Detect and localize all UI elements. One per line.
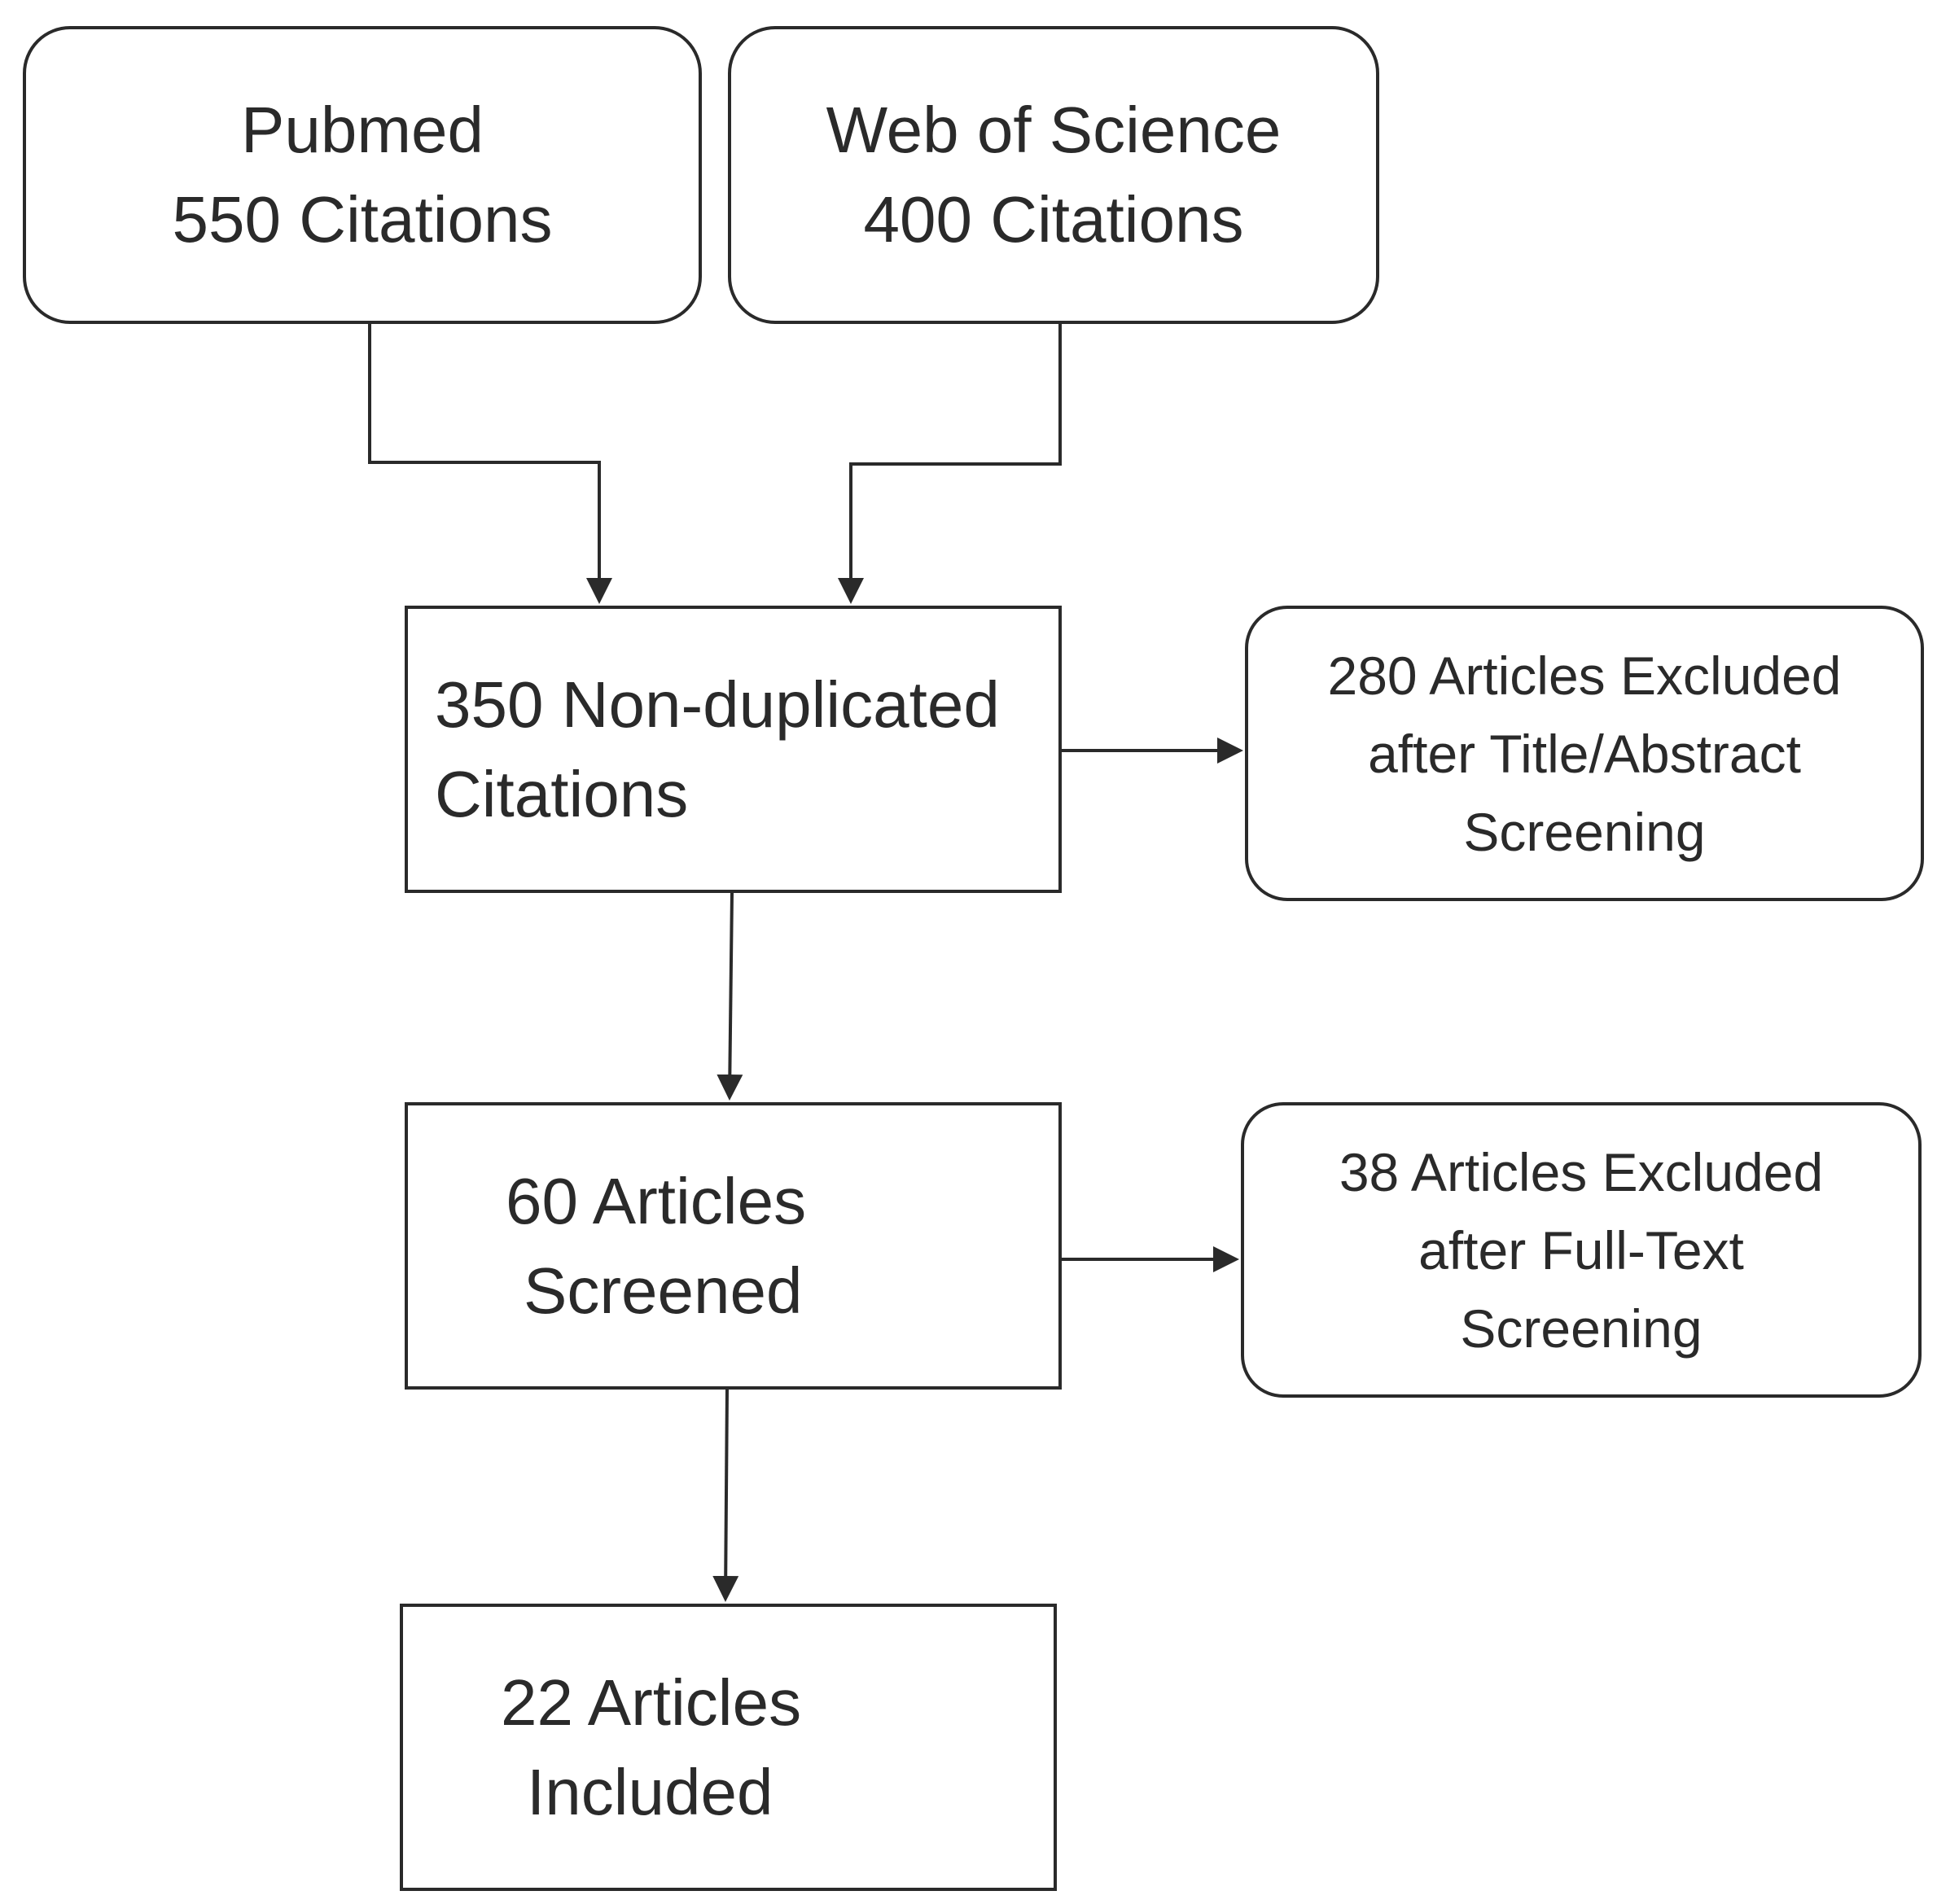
pubmed-citation-count: 550 Citations <box>172 183 553 256</box>
screened-line-2: Screened <box>524 1254 803 1327</box>
full-text-exclusion-box: 38 Articles Excluded after Full-Text Scr… <box>1241 1102 1922 1398</box>
arrow-nondup-to-screened <box>717 892 743 1101</box>
full-text-exclusion-line-2: after Full-Text <box>1418 1219 1744 1280</box>
articles-included-box: 22 Articles Included <box>400 1604 1057 1891</box>
non-duplicated-citations-box: 350 Non-duplicated Citations <box>405 606 1062 893</box>
arrow-screened-to-included <box>712 1389 739 1602</box>
included-line-2: Included <box>527 1755 773 1828</box>
title-abstract-exclusion-line-1: 280 Articles Excluded <box>1327 645 1842 706</box>
full-text-exclusion-line-3: Screening <box>1460 1298 1703 1359</box>
arrow-pubmed-to-nondup <box>368 324 612 604</box>
non-duplicated-line-1: 350 Non-duplicated <box>435 667 1000 741</box>
web-of-science-citation-count: 400 Citations <box>863 183 1244 256</box>
title-abstract-exclusion-line-2: after Title/Abstract <box>1368 723 1801 784</box>
articles-screened-box: 60 Articles Screened <box>405 1102 1062 1390</box>
pubmed-source-box: Pubmed 550 Citations <box>23 26 702 324</box>
pubmed-name: Pubmed <box>241 94 484 166</box>
screened-line-1: 60 Articles <box>506 1164 807 1237</box>
web-of-science-name: Web of Science <box>826 94 1282 166</box>
included-line-1: 22 Articles <box>501 1665 802 1739</box>
arrow-wos-to-nondup <box>838 324 1062 604</box>
non-duplicated-line-2: Citations <box>435 757 689 830</box>
title-abstract-exclusion-line-3: Screening <box>1463 801 1706 862</box>
title-abstract-exclusion-box: 280 Articles Excluded after Title/Abstra… <box>1245 606 1924 901</box>
full-text-exclusion-line-1: 38 Articles Excluded <box>1339 1141 1824 1202</box>
web-of-science-source-box: Web of Science 400 Citations <box>728 26 1379 324</box>
